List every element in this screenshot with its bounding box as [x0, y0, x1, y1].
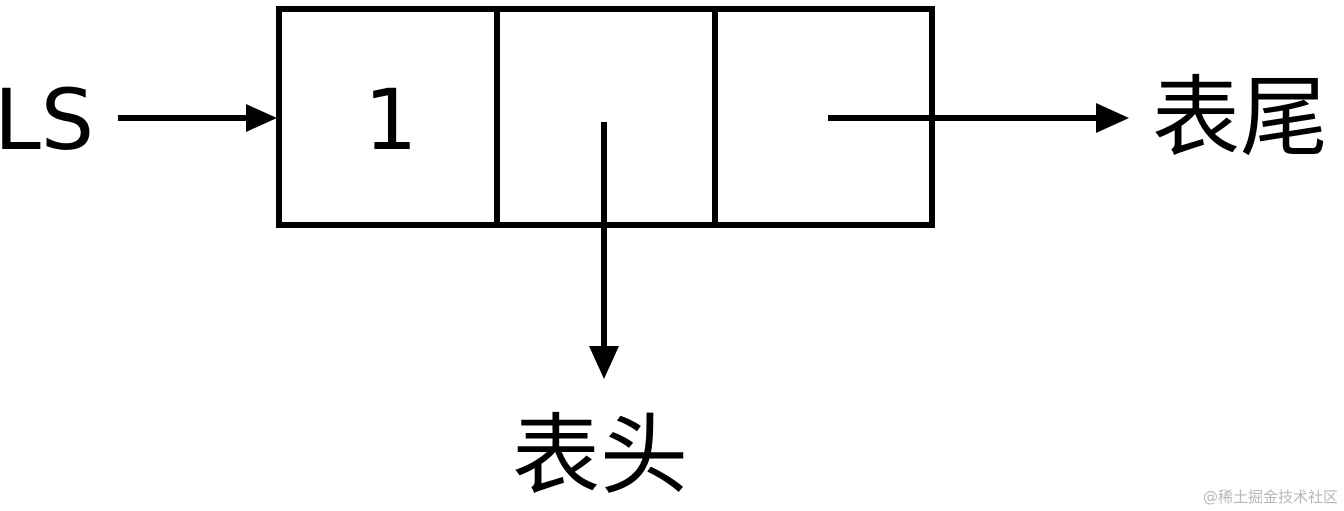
ls-arrowhead — [246, 104, 277, 132]
tail-label: 表尾 — [1152, 66, 1329, 169]
tail-arrowhead — [1096, 103, 1129, 133]
atom-value-label: 1 — [364, 71, 418, 169]
head-arrowhead — [589, 346, 619, 379]
list-name-label: LS — [0, 71, 95, 169]
watermark: @稀土掘金技术社区 — [1202, 488, 1338, 506]
head-label: 表头 — [512, 404, 689, 507]
